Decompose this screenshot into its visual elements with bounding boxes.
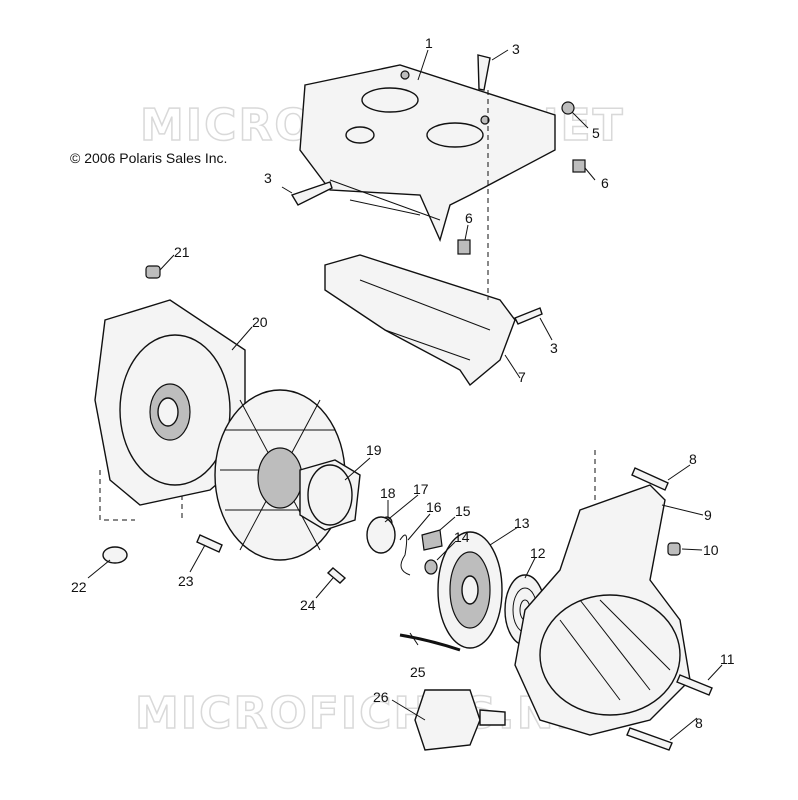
- part-14-ring: [424, 559, 438, 575]
- callout-26: 26: [373, 689, 389, 705]
- part-20-stator-plate: [94, 299, 246, 506]
- part-11-bolt: [676, 674, 713, 696]
- part-5-screw: [561, 101, 575, 115]
- callout-5: 5: [592, 125, 600, 141]
- part-19-starter-cup: [299, 459, 361, 531]
- callout-8-top: 8: [689, 451, 697, 467]
- part-21-dowel: [145, 265, 161, 279]
- callout-8-bottom: 8: [695, 715, 703, 731]
- callout-25: 25: [410, 664, 426, 680]
- callout-3-top: 3: [512, 41, 520, 57]
- part-3-screw-left: [290, 181, 333, 206]
- callout-9: 9: [704, 507, 712, 523]
- part-9-starter-housing: [514, 484, 691, 736]
- callout-17: 17: [413, 481, 429, 497]
- callout-1: 1: [425, 35, 433, 51]
- callout-11: 11: [720, 651, 735, 667]
- part-8-bolt-top: [631, 467, 669, 491]
- part-25-rope: [399, 633, 461, 652]
- part-7-lower-shroud: [324, 254, 516, 387]
- part-6-block-b: [457, 239, 471, 255]
- part-23-bolt: [196, 534, 223, 553]
- part-3-screw-right: [514, 307, 543, 325]
- callout-14: 14: [454, 529, 470, 545]
- callout-20: 20: [252, 314, 268, 330]
- part-26-starter-handle: [414, 689, 506, 751]
- callout-3-left: 3: [264, 170, 272, 186]
- callout-7: 7: [518, 369, 526, 385]
- callout-6-center: 6: [465, 210, 473, 226]
- callout-13: 13: [514, 515, 530, 531]
- copyright-notice: © 2006 Polaris Sales Inc.: [70, 150, 228, 166]
- callout-10: 10: [703, 542, 719, 558]
- callout-6-right: 6: [601, 175, 609, 191]
- part-13-pulley: [437, 531, 503, 649]
- leader-lines: [87, 49, 723, 741]
- part-15-pawl: [421, 529, 443, 551]
- callout-12: 12: [530, 545, 546, 561]
- callout-22: 22: [71, 579, 87, 595]
- callout-24: 24: [300, 597, 316, 613]
- callout-15: 15: [455, 503, 471, 519]
- part-22-o-ring: [102, 546, 128, 564]
- part-10-grommet: [667, 542, 681, 556]
- callout-21: 21: [174, 244, 190, 260]
- callout-18: 18: [380, 485, 396, 501]
- part-24-bolt: [326, 567, 347, 584]
- alignment-line-2: [99, 470, 135, 521]
- callout-23: 23: [178, 573, 194, 589]
- part-8-bolt-bottom: [626, 727, 673, 751]
- part-17-plate: [366, 516, 396, 554]
- callout-3-right: 3: [550, 340, 558, 356]
- part-3-screw-top: [477, 54, 491, 91]
- callout-19: 19: [366, 442, 382, 458]
- part-1-top-cover: [299, 64, 556, 243]
- part-16-spring: [399, 534, 411, 576]
- callout-16: 16: [426, 499, 442, 515]
- part-6-block-a: [572, 159, 586, 173]
